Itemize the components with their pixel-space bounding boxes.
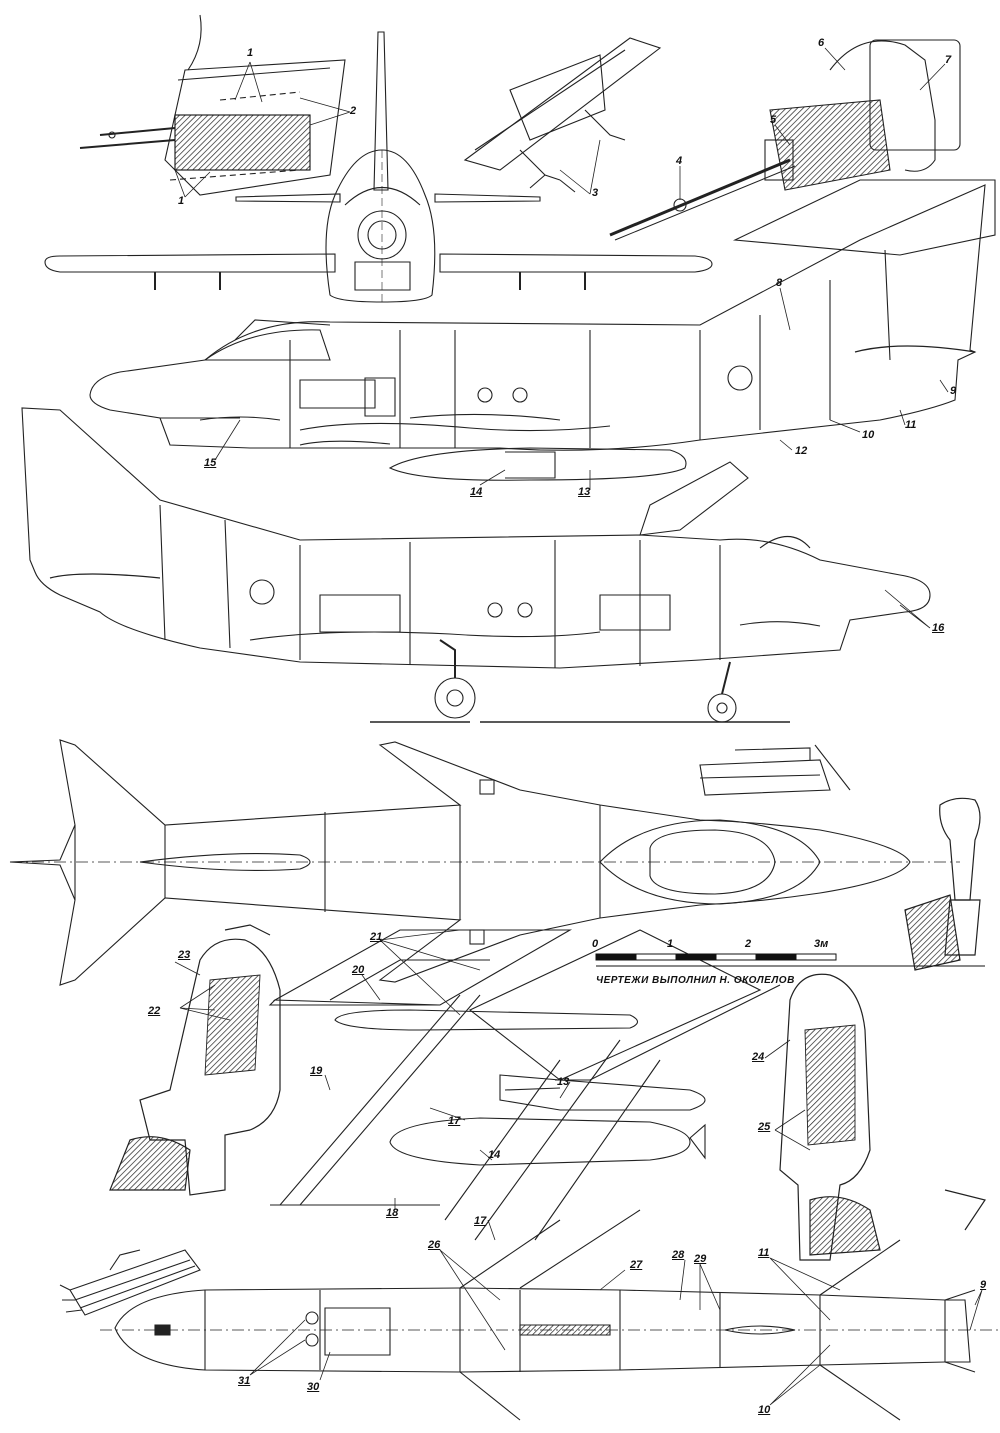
callout-13: 13: [578, 486, 591, 498]
scale-tick-2: 2: [745, 938, 752, 950]
gun-bay-detail: [79, 14, 346, 196]
callout-9: 9: [980, 1279, 987, 1291]
drawing-credit: ЧЕРТЕЖИ ВЫПОЛНИЛ Н. ОКОЛЕЛОВ: [596, 975, 795, 986]
callout-14: 14: [470, 486, 483, 498]
underwing-view: [268, 929, 781, 1241]
callout-18: 18: [386, 1207, 399, 1219]
callout-2: 2: [350, 105, 357, 117]
callout-4: 4: [676, 155, 683, 167]
callout-23: 23: [178, 949, 191, 961]
front-view: [44, 31, 713, 303]
callout-31: 31: [238, 1375, 251, 1387]
callout-14: 14: [488, 1149, 501, 1161]
callout-27: 27: [630, 1259, 643, 1271]
callout-28: 28: [672, 1249, 685, 1261]
callout-22: 22: [148, 1005, 161, 1017]
callout-25: 25: [758, 1121, 771, 1133]
callout-17: 17: [448, 1115, 461, 1127]
ejection-seat-right: [779, 973, 986, 1261]
callout-11: 11: [758, 1247, 770, 1259]
callout-13: 13: [557, 1076, 570, 1088]
callout-16: 16: [932, 622, 945, 634]
callout-15: 15: [204, 457, 217, 469]
scale-tick-0: 0: [592, 938, 599, 950]
callout-10: 10: [862, 429, 875, 441]
callout-11: 11: [905, 419, 917, 431]
cannon-detail: [609, 39, 996, 256]
callout-17: 17: [474, 1215, 487, 1227]
callout-5: 5: [770, 114, 777, 126]
rocket-launcher-detail: [59, 1249, 201, 1316]
scale-bar: [595, 953, 985, 967]
callout-29: 29: [694, 1253, 707, 1265]
callout-21: 21: [370, 931, 383, 943]
callout-1: 1: [247, 47, 254, 59]
callout-26: 26: [428, 1239, 441, 1251]
callout-1: 1: [178, 195, 185, 207]
callout-20: 20: [352, 964, 365, 976]
leader-lines: [174, 47, 983, 1406]
callout-12: 12: [795, 445, 808, 457]
scale-tick-3: 3м: [814, 938, 829, 950]
plan-view: [9, 739, 960, 986]
rocket-packs-detail: [699, 744, 851, 796]
callout-24: 24: [752, 1051, 765, 1063]
callout-30: 30: [307, 1381, 320, 1393]
ejection-seat-left: [109, 924, 281, 1196]
control-stick-detail: [904, 797, 981, 971]
scale-tick-1: 1: [667, 938, 674, 950]
callout-19: 19: [310, 1065, 323, 1077]
side-view-right-facing-left: [89, 184, 986, 481]
callout-3: 3: [592, 187, 599, 199]
callout-7: 7: [945, 54, 952, 66]
callout-9: 9: [950, 385, 957, 397]
side-view-left-facing-right: [21, 407, 931, 723]
callout-8: 8: [776, 277, 783, 289]
callout-10: 10: [758, 1404, 771, 1416]
lower-view: [100, 1209, 1000, 1421]
callout-6: 6: [818, 37, 825, 49]
opened-panel-detail: [463, 37, 662, 193]
